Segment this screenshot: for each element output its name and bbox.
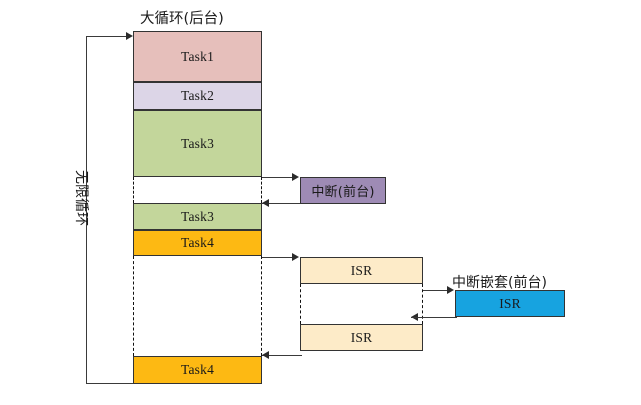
isr-return-line bbox=[262, 355, 302, 356]
main-loop-title: 大循环(后台) bbox=[140, 11, 224, 27]
task-label: Task2 bbox=[180, 88, 215, 103]
isr-enter-line bbox=[262, 257, 295, 258]
isr-label: ISR bbox=[350, 329, 373, 345]
nested-interrupt-title: 中断嵌套(前台) bbox=[452, 275, 547, 291]
interrupt-enter-arrow-icon bbox=[292, 173, 299, 181]
timeline-dashed-left-1 bbox=[133, 177, 134, 203]
interrupt-enter-line bbox=[262, 177, 295, 178]
timeline-dashed-right-1 bbox=[261, 177, 262, 203]
task-label: Task4 bbox=[180, 235, 215, 250]
task-box-task3-first[interactable]: Task3 bbox=[133, 110, 262, 177]
isr-box-second[interactable]: ISR bbox=[300, 324, 423, 351]
nested-return-line bbox=[423, 317, 457, 318]
interrupt-return-line bbox=[262, 203, 300, 204]
loop-top-segment bbox=[86, 36, 128, 37]
interrupt-label: 中断(前台) bbox=[311, 185, 375, 200]
nested-enter-line bbox=[423, 290, 450, 291]
isr-label: ISR bbox=[350, 262, 373, 278]
timeline-dashed-right-2 bbox=[261, 256, 262, 356]
isr-dashed-right bbox=[422, 284, 423, 324]
task-box-task1[interactable]: Task1 bbox=[133, 31, 262, 82]
nested-return-line-tail bbox=[411, 317, 425, 318]
task-label: Task1 bbox=[180, 48, 215, 64]
loop-entry-arrow-icon bbox=[126, 32, 133, 40]
isr-return-arrow-icon bbox=[262, 351, 269, 359]
task-box-task3-second[interactable]: Task3 bbox=[133, 203, 262, 230]
isr-enter-arrow-icon bbox=[292, 253, 299, 261]
timeline-dashed-left-2 bbox=[133, 256, 134, 356]
nested-isr-box[interactable]: ISR bbox=[455, 290, 565, 317]
task-box-task4-first[interactable]: Task4 bbox=[133, 230, 262, 256]
infinite-loop-label: 无限循环 bbox=[73, 170, 89, 226]
task-label: Task4 bbox=[180, 362, 215, 377]
interrupt-return-arrow-icon bbox=[262, 199, 269, 207]
isr-box-first[interactable]: ISR bbox=[300, 257, 423, 284]
loop-left-vertical bbox=[86, 36, 87, 384]
task-box-task2[interactable]: Task2 bbox=[133, 82, 262, 110]
isr-dashed-left bbox=[300, 284, 301, 324]
nested-enter-arrow-icon bbox=[447, 286, 454, 294]
interrupt-box[interactable]: 中断(前台) bbox=[300, 177, 386, 204]
loop-bottom-segment bbox=[86, 383, 133, 384]
nested-isr-label: ISR bbox=[499, 295, 521, 311]
task-label: Task3 bbox=[180, 208, 215, 224]
task-box-task4-second[interactable]: Task4 bbox=[133, 356, 262, 384]
task-label: Task3 bbox=[180, 135, 215, 151]
